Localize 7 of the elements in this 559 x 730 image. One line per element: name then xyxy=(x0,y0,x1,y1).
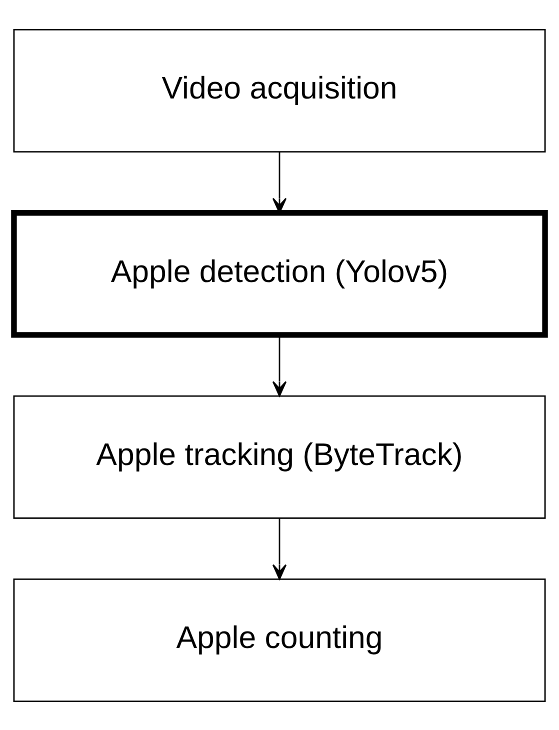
node-box: Apple counting xyxy=(13,578,546,702)
arrow xyxy=(272,518,287,580)
node-box: Video acquisition xyxy=(13,28,546,152)
node-box: Apple detection (Yolov5) xyxy=(11,210,548,338)
node-box: Apple tracking (ByteTrack) xyxy=(13,394,546,518)
arrow xyxy=(272,334,287,396)
arrow xyxy=(272,152,287,213)
